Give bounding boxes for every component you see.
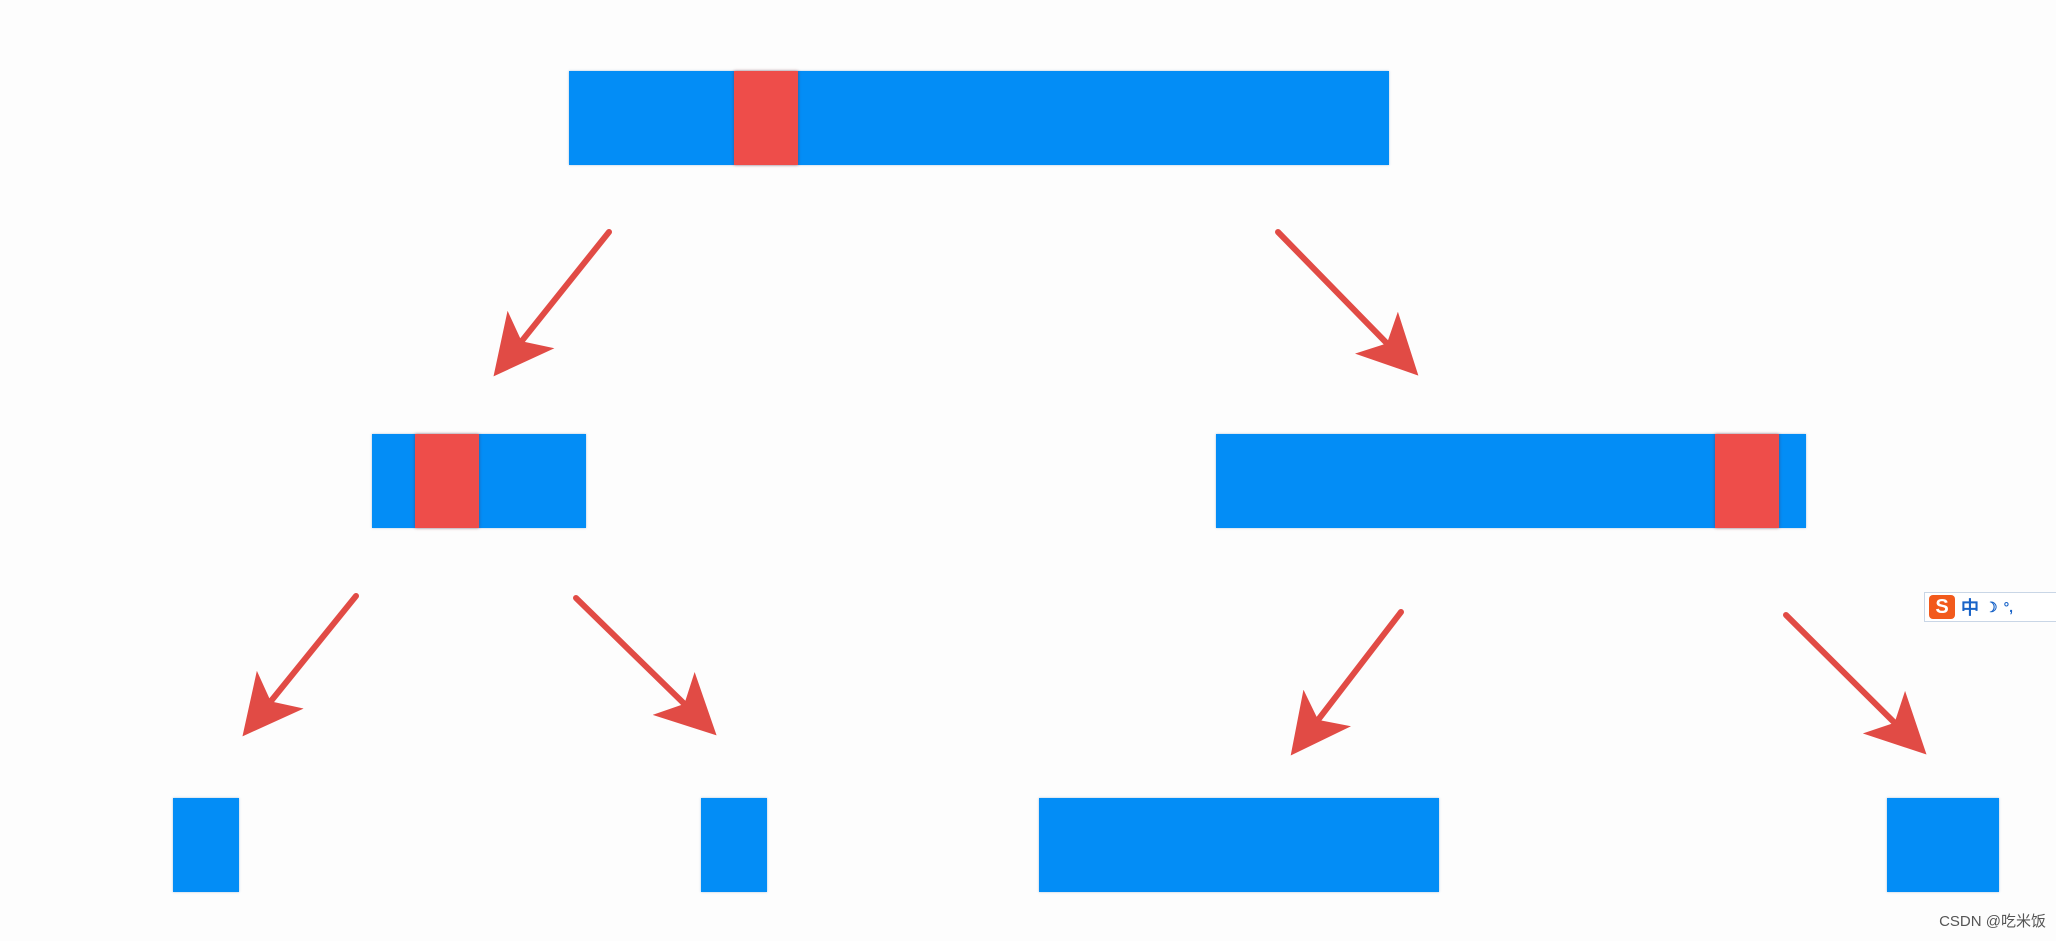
moon-icon[interactable]: ☽ xyxy=(1985,598,1998,615)
left-subarray-pivot-element xyxy=(415,434,479,528)
arrow-right-to-leaf-3 xyxy=(1290,609,1404,756)
left-subarray-segment xyxy=(372,434,586,528)
leaf-segment-3 xyxy=(1039,798,1439,892)
leaf-segment-2 xyxy=(701,798,767,892)
ime-toolbar[interactable]: S 中 ☽ °, xyxy=(1924,592,2056,622)
arrow-left-to-leaf-2 xyxy=(573,595,717,736)
arrow-root-to-left xyxy=(493,229,612,377)
right-subarray-segment xyxy=(1216,434,1806,528)
watermark: CSDN @吃米饭 xyxy=(1939,913,2046,930)
right-subarray-pivot-element xyxy=(1715,434,1779,528)
leaf-segment-1 xyxy=(173,798,239,892)
arrow-root-to-right xyxy=(1275,229,1419,376)
arrow-right-to-leaf-4 xyxy=(1783,612,1927,755)
ime-mode-indicator[interactable]: 中 xyxy=(1961,598,1979,618)
root-pivot-element xyxy=(734,71,798,165)
arrow-left-to-leaf-1 xyxy=(242,593,359,737)
leaf-segment-4 xyxy=(1887,798,1999,892)
punctuation-icon[interactable]: °, xyxy=(2003,599,2014,615)
root-array-segment xyxy=(569,71,1389,165)
sogou-logo-icon[interactable]: S xyxy=(1929,595,1955,619)
